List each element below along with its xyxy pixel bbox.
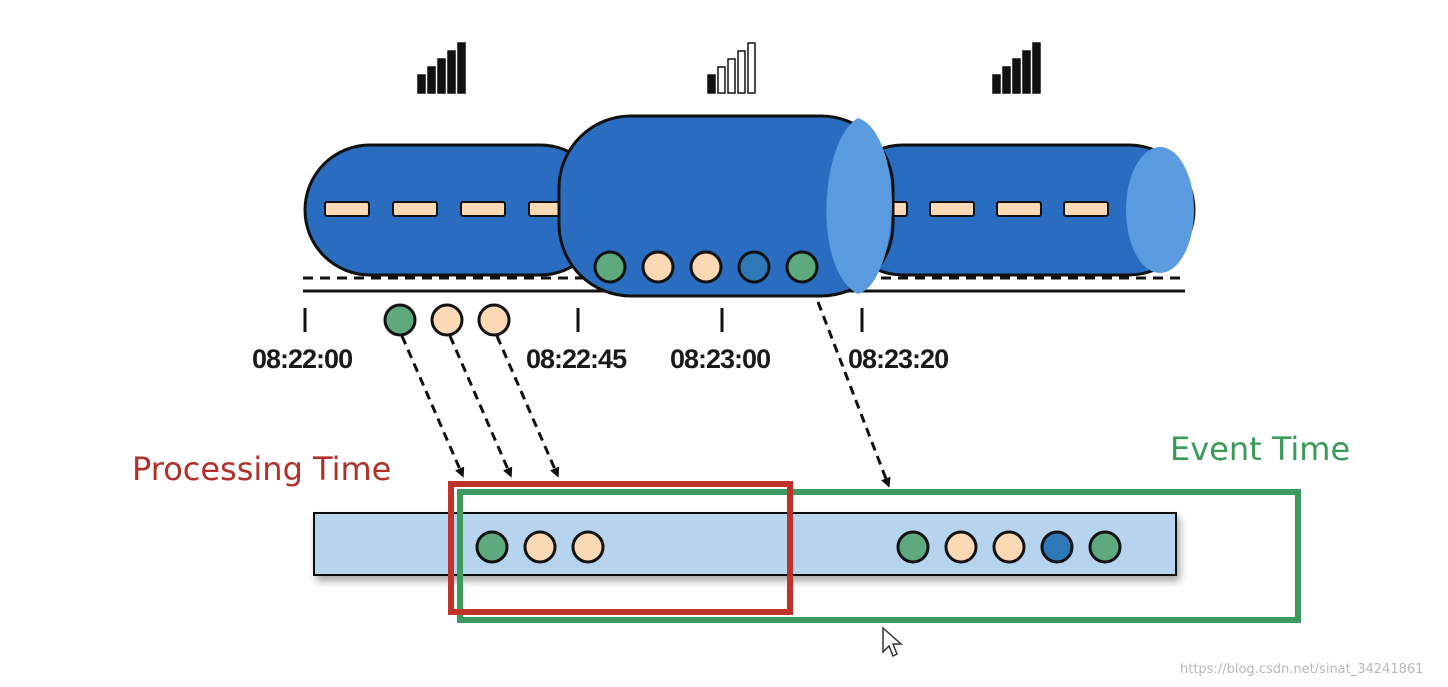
pipe-left [303, 143, 607, 277]
arrow-2 [448, 335, 513, 478]
signal-right-bar-1 [1002, 66, 1011, 94]
timeline-ticks [303, 308, 864, 332]
signal-icons [417, 42, 1041, 94]
signal-right-bar-2 [1012, 58, 1021, 94]
signal-right-bar-0 [992, 74, 1001, 94]
signal-middle-icon [707, 42, 756, 94]
window-right-events [896, 530, 1122, 564]
watermark-text: https://blog.csdn.net/sinat_34241861 [1180, 662, 1423, 677]
signal-right-bar-3 [1022, 50, 1031, 94]
processing-time-window-frame [448, 481, 793, 615]
cursor-icon [882, 626, 903, 658]
signal-right-bar-4 [1032, 42, 1041, 94]
transit-event-peach-1 [430, 303, 464, 337]
arrow-1 [400, 335, 465, 478]
window-event-blue-3 [1040, 530, 1074, 564]
window-left-events [475, 530, 605, 564]
arrow-3 [495, 335, 560, 478]
window-bar [313, 512, 1177, 576]
signal-middle-bar-2 [727, 58, 736, 94]
window-event-peach-2 [992, 530, 1026, 564]
window-event-green-0 [896, 530, 930, 564]
tick-label-3: 08:23:20 [848, 344, 948, 374]
window-event-peach-1 [944, 530, 978, 564]
arrow-4 [816, 301, 891, 488]
flow-arrows [400, 301, 891, 488]
signal-middle-bar-3 [737, 50, 746, 94]
pipe-middle-buffer [557, 114, 895, 298]
transit-event-green-0 [383, 303, 417, 337]
transit-event-peach-2 [477, 303, 511, 337]
window-event-peach-2 [571, 530, 605, 564]
buffered-event-green-0 [593, 250, 627, 284]
event-time-label: Event Time [1170, 430, 1350, 468]
event-time-window-frame [457, 489, 1301, 623]
timeline-labels: 08:22:00 08:22:45 08:23:00 08:23:20 [252, 344, 949, 374]
tick-label-0: 08:22:00 [252, 344, 352, 374]
buffered-event-blue-3 [737, 250, 771, 284]
tick-label-1: 08:22:45 [526, 344, 627, 374]
window-event-peach-1 [523, 530, 557, 564]
processing-time-label: Processing Time [132, 450, 391, 488]
buffered-events [593, 250, 819, 284]
tick-label-2: 08:23:00 [670, 344, 770, 374]
buffered-event-peach-2 [689, 250, 723, 284]
signal-left-bar-1 [427, 66, 436, 94]
signal-left-bar-4 [457, 42, 466, 94]
window-event-green-4 [1088, 530, 1122, 564]
signal-right-icon [992, 42, 1041, 94]
pipe-left-dashes [324, 201, 574, 217]
signal-middle-bar-0 [707, 74, 716, 94]
signal-left-icon [417, 42, 466, 94]
window-event-green-0 [475, 530, 509, 564]
signal-left-bar-2 [437, 58, 446, 94]
in-transit-events [383, 303, 511, 337]
signal-left-bar-0 [417, 74, 426, 94]
buffered-event-green-4 [785, 250, 819, 284]
signal-middle-bar-1 [717, 66, 726, 94]
buffered-event-peach-1 [641, 250, 675, 284]
signal-middle-bar-4 [747, 42, 756, 94]
signal-left-bar-3 [447, 50, 456, 94]
